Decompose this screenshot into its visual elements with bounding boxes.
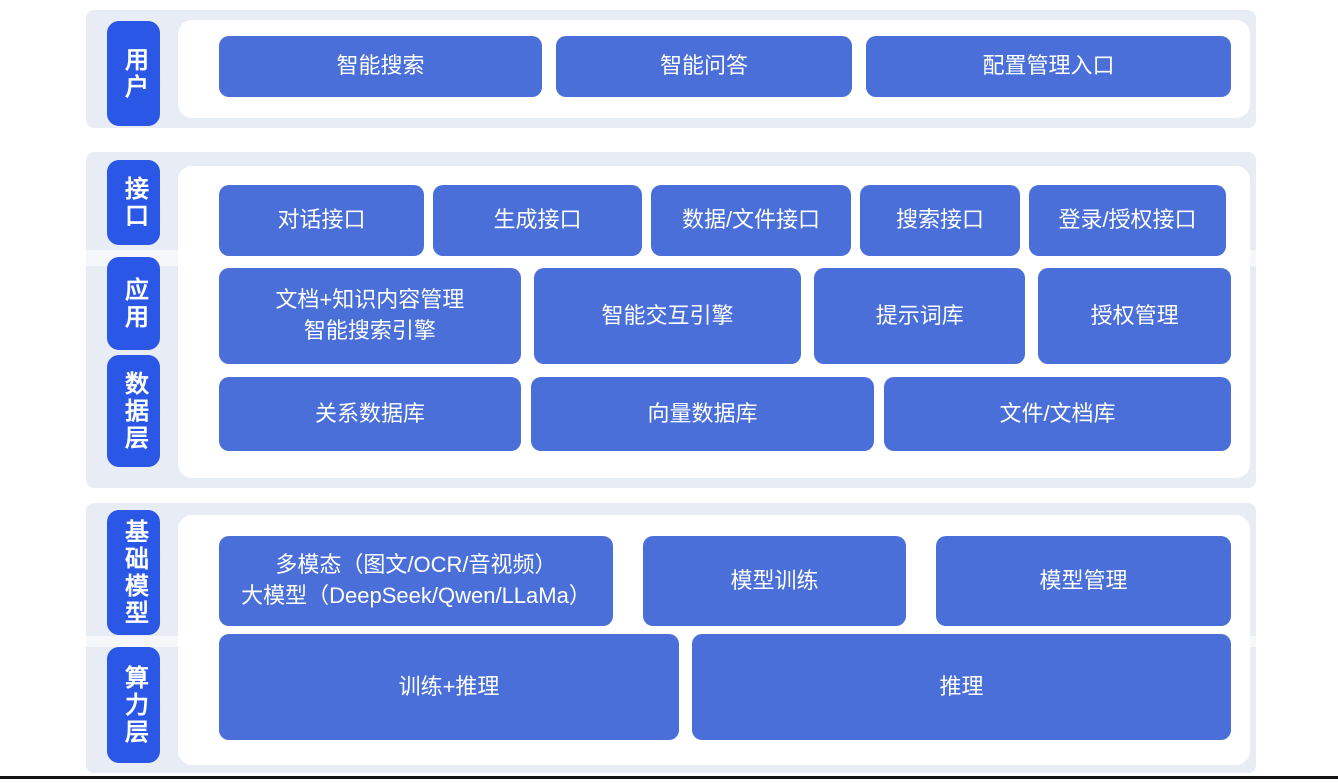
block-file-doc-store: 文件/文档库 <box>884 377 1231 451</box>
block-search-api: 搜索接口 <box>860 185 1020 256</box>
layer-label-foundation-model: 基础模型 <box>107 510 160 635</box>
layer-label-data-text: 数据层 <box>120 370 148 452</box>
layer-label-application: 应用 <box>107 257 160 350</box>
layer-label-user: 用户 <box>107 21 160 126</box>
row-applications: 文档+知识内容管理 智能搜索引擎 智能交互引擎 提示词库 授权管理 <box>219 268 1231 364</box>
block-training-inference: 训练+推理 <box>219 634 679 740</box>
layer-label-interface-text: 接口 <box>120 175 148 230</box>
block-authorization-management: 授权管理 <box>1038 268 1231 364</box>
layer-label-interface: 接口 <box>107 160 160 245</box>
block-data-file-api: 数据/文件接口 <box>651 185 851 256</box>
layer-label-user-text: 用户 <box>120 46 148 101</box>
row-interfaces: 对话接口 生成接口 数据/文件接口 搜索接口 登录/授权接口 <box>219 185 1231 256</box>
block-multimodal-llm: 多模态（图文/OCR/音视频） 大模型（DeepSeek/Qwen/LLaMa） <box>219 536 613 626</box>
row-data-stores: 关系数据库 向量数据库 文件/文档库 <box>219 377 1231 451</box>
layer-band-user: 用户 智能搜索 智能问答 配置管理入口 <box>86 10 1256 128</box>
block-smart-search: 智能搜索 <box>219 36 542 97</box>
row-user-entries: 智能搜索 智能问答 配置管理入口 <box>219 36 1231 97</box>
layer-label-compute-text: 算力层 <box>120 664 148 746</box>
block-smart-qa: 智能问答 <box>556 36 852 97</box>
block-dialog-api: 对话接口 <box>219 185 424 256</box>
panel-middle: 对话接口 生成接口 数据/文件接口 搜索接口 登录/授权接口 文档+知识内容管理… <box>178 166 1250 478</box>
layer-label-foundation-model-text: 基础模型 <box>120 518 148 627</box>
layer-band-bottom: 基础模型 算力层 多模态（图文/OCR/音视频） 大模型（DeepSeek/Qw… <box>86 503 1256 773</box>
layer-label-compute: 算力层 <box>107 647 160 763</box>
row-compute: 训练+推理 推理 <box>219 634 1231 740</box>
layer-band-middle: 接口 应用 数据层 对话接口 生成接口 数据/文件接口 搜索接口 登录/授权接口… <box>86 152 1256 488</box>
block-prompt-library: 提示词库 <box>814 268 1026 364</box>
block-model-training: 模型训练 <box>643 536 906 626</box>
block-relational-db: 关系数据库 <box>219 377 521 451</box>
block-smart-interaction-engine: 智能交互引擎 <box>533 268 802 364</box>
block-vector-db: 向量数据库 <box>531 377 874 451</box>
block-model-management: 模型管理 <box>936 536 1231 626</box>
block-config-management-entry: 配置管理入口 <box>866 36 1231 97</box>
block-login-auth-api: 登录/授权接口 <box>1029 185 1226 256</box>
block-generation-api: 生成接口 <box>433 185 642 256</box>
layer-label-data: 数据层 <box>107 355 160 467</box>
layer-label-application-text: 应用 <box>120 276 148 331</box>
panel-bottom: 多模态（图文/OCR/音视频） 大模型（DeepSeek/Qwen/LLaMa）… <box>178 515 1250 765</box>
panel-user: 智能搜索 智能问答 配置管理入口 <box>178 20 1250 118</box>
bottom-divider-line <box>0 776 1338 779</box>
block-inference: 推理 <box>692 634 1231 740</box>
block-doc-knowledge-search-engine: 文档+知识内容管理 智能搜索引擎 <box>219 268 521 364</box>
row-foundation-models: 多模态（图文/OCR/音视频） 大模型（DeepSeek/Qwen/LLaMa）… <box>219 536 1231 626</box>
